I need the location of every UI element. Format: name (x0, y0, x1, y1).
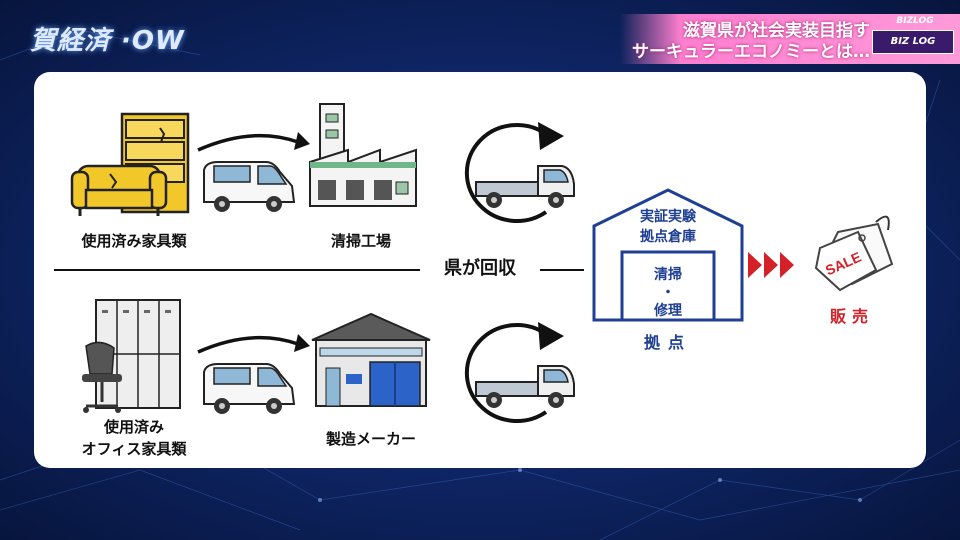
rotate-arrow-icon-2 (464, 322, 564, 423)
sale-label: 販売 (829, 309, 874, 326)
bottom-source-label-line2: オフィス家具類 (81, 441, 187, 458)
manufacturer-factory-icon (311, 312, 431, 407)
truck-icon (475, 165, 575, 208)
warehouse-inner-line1: 清掃 (654, 266, 682, 282)
banner-title-line2: サーキュラーエコノミーとは… (632, 42, 870, 62)
warehouse-inner-line3: 修理 (654, 302, 682, 318)
warehouse-outline (592, 188, 744, 322)
prefecture-collection-label: 県が回収 (420, 258, 540, 278)
van-icon-2 (203, 363, 296, 414)
program-logo: 賀経済 ·OW (30, 26, 185, 56)
truck-icon-2 (475, 365, 575, 408)
banner-title-line1: 滋賀県が社会実装目指す (683, 21, 870, 41)
warehouse-title-line1: 実証実験 (640, 208, 696, 224)
diagram-card: 使用済み家具類 清掃工場 県が回収 (34, 72, 926, 468)
top-source-label: 使用済み家具類 (81, 233, 187, 250)
arrow-right-curved-icon (197, 132, 310, 152)
bottom-source-label-line1: 使用済み (103, 419, 164, 436)
sale-tag-icon: SALE (814, 215, 894, 292)
arrow-right-curved-icon-2 (197, 334, 310, 354)
warehouse-inner-line2: ・ (661, 284, 675, 300)
top-dest-label: 清掃工場 (330, 233, 391, 250)
office-furniture-icon (82, 299, 181, 413)
rotate-arrow-icon (464, 122, 564, 223)
used-furniture-icon (70, 112, 190, 216)
warehouse-title-line2: 拠点倉庫 (640, 228, 696, 244)
warehouse-label: 拠点 (643, 335, 692, 352)
bottom-dest-label: 製造メーカー (325, 431, 416, 448)
cleaning-factory-icon (309, 103, 417, 207)
chevrons-right-icon (748, 252, 794, 278)
brand-top-text: BIZLOG (896, 16, 934, 26)
van-icon (203, 161, 296, 212)
brand-badge: BIZ LOG (872, 30, 954, 54)
